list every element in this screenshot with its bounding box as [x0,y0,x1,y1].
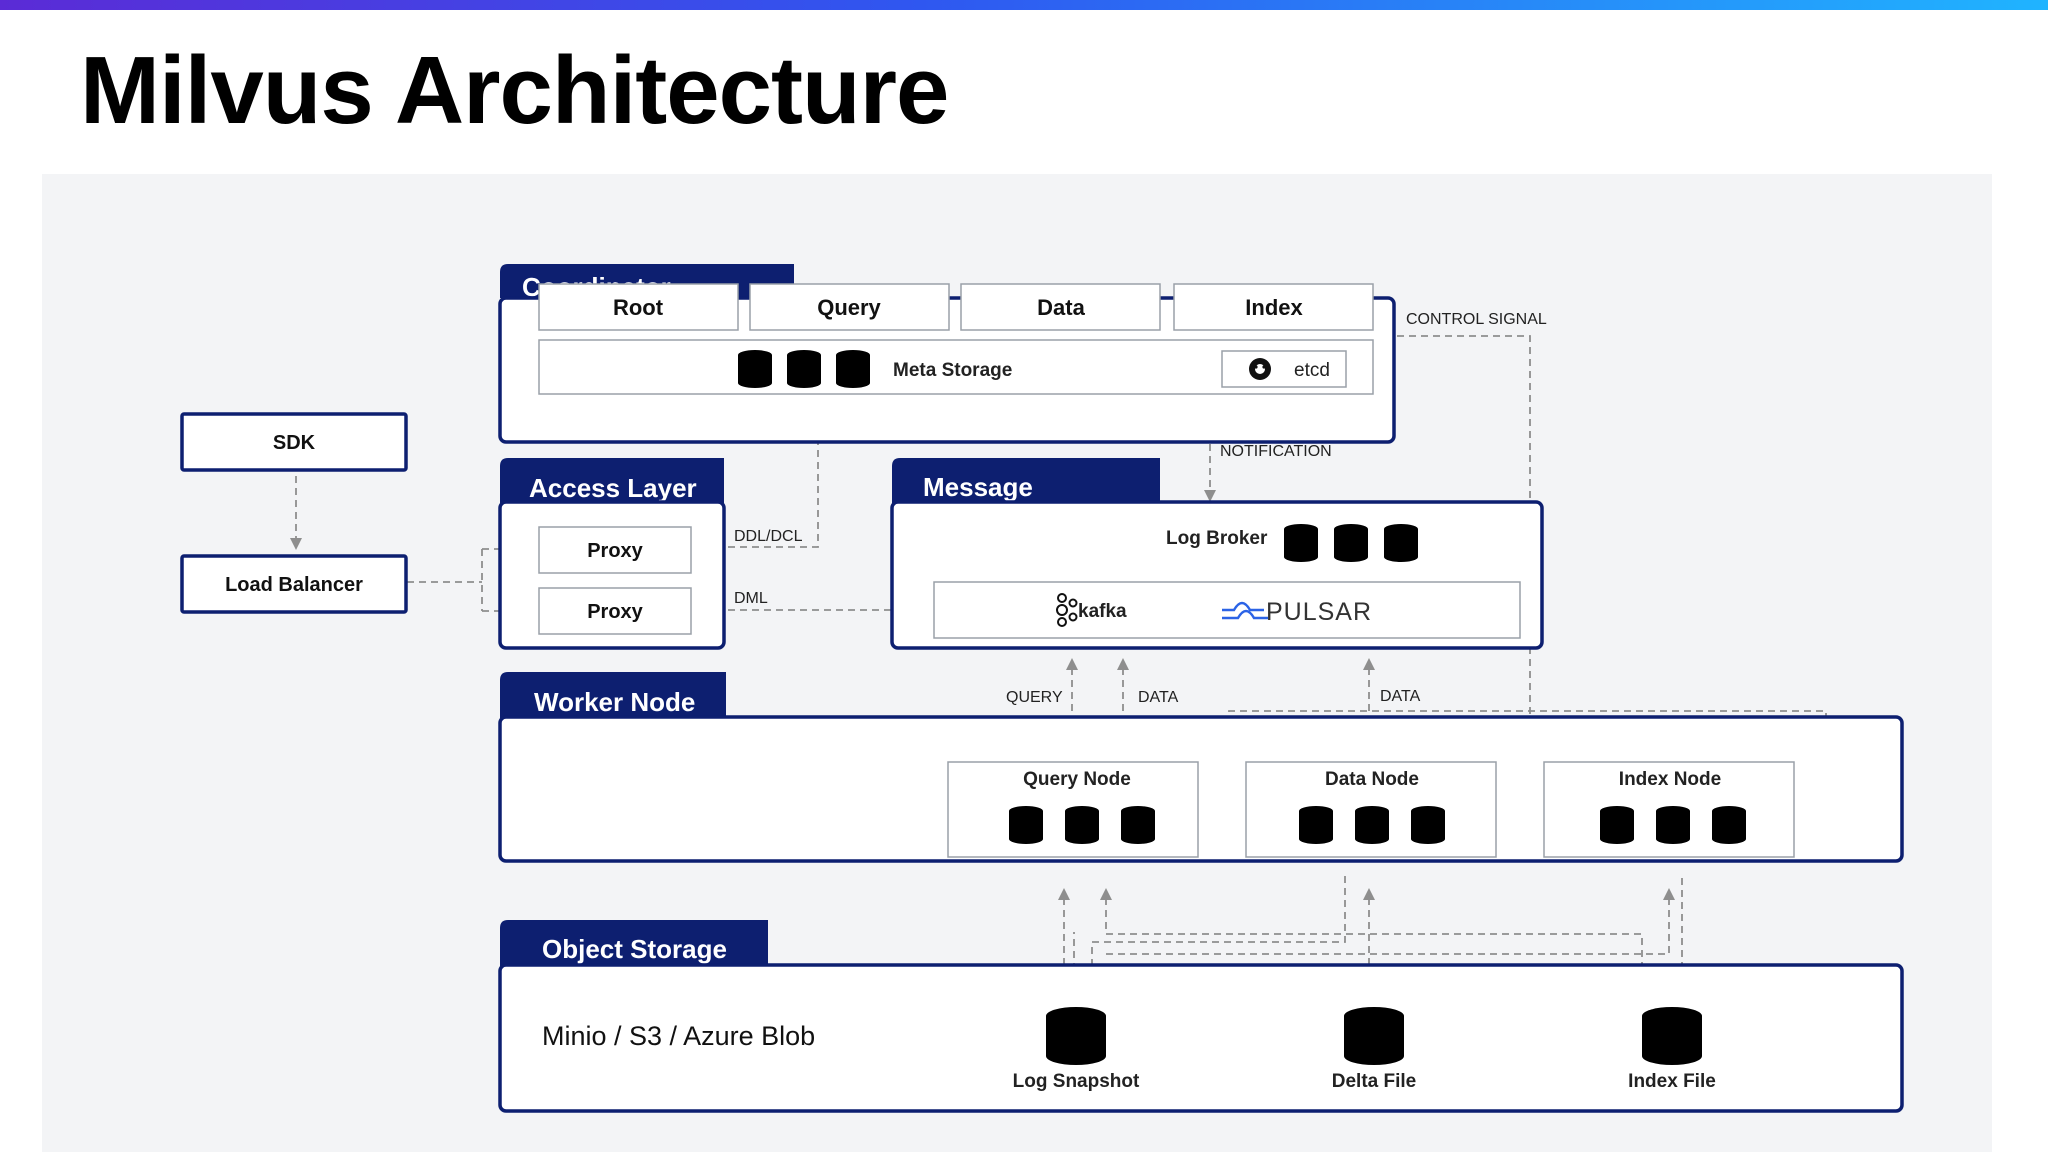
query-node-label: Query Node [1023,769,1131,790]
index-node-db-icon [1712,806,1746,844]
message-tab [892,458,1160,504]
arrowhead [290,538,302,550]
worker-node-group: Worker Node Query Node Data Node Index N… [498,672,1904,863]
proxy-box [538,526,692,574]
lb-to-proxies-connector [407,548,524,612]
access-layer-group: Access Layer Proxy Proxy [498,458,726,650]
meta-storage-label: Meta Storage [893,360,1012,381]
object-storage-frame [498,963,1904,1113]
etcd-icon [1249,358,1271,380]
index-coord-label: Index [1245,295,1303,320]
query-node-db-icon [1121,806,1155,844]
index-file-db-icon [1642,1007,1702,1065]
diagram-panel: CONTROL SIGNAL NOTIFICATION DDL/DCL DML … [42,174,1992,1152]
data-coord-label: Data [1037,295,1085,320]
index-node-db-icon [1656,806,1690,844]
query-coord-box [749,283,950,331]
notification-label: NOTIFICATION [1220,443,1332,460]
arrowhead [1204,490,1216,502]
ddl-dcl-connector [692,436,819,548]
arrowhead [1363,888,1375,900]
worker-node-tab [500,672,726,718]
proxy-label: Proxy [587,540,643,562]
access-layer-tab [500,458,724,504]
sdk-box [180,412,408,472]
arrowhead [1663,888,1675,900]
log-snapshot-label: Log Snapshot [1013,1071,1140,1092]
data-label: DATA [1138,689,1179,706]
index-node-db-icon [1600,806,1634,844]
worker-node-title: Worker Node [534,687,695,717]
etcd-badge [1221,350,1347,388]
arrowhead [1066,658,1078,670]
access-layer-title: Access Layer [529,473,697,503]
kafka-icon [1056,593,1078,627]
delta-file-label: Delta File [1332,1071,1416,1092]
arrowhead [1058,888,1070,900]
message-title: Message [923,472,1033,502]
query-node-db-icon [1065,806,1099,844]
coordinator-group: Coordinator Root Query Data Index Meta S… [498,264,1396,444]
log-broker-db-icon [1284,524,1318,562]
sdk-label: SDK [273,432,316,454]
data-coord-box [960,283,1161,331]
root-coord-label: Root [613,295,664,320]
slide-title: Milvus Architecture [80,37,949,144]
arrowhead [1100,888,1112,900]
kafka-label: kafka [1078,601,1127,622]
message-group: Message Log Broker kafka PULSAR [890,458,1544,650]
meta-storage-db-icon [787,350,821,388]
root-coord-box [538,283,739,331]
pulsar-icon [1222,601,1268,620]
architecture-diagram: CONTROL SIGNAL NOTIFICATION DDL/DCL DML … [180,264,1904,1113]
proxy-box [538,587,692,635]
object-storage-title: Object Storage [542,934,727,964]
proxy-label: Proxy [587,601,643,623]
meta-storage-db-icon [836,350,870,388]
data-node-label: Data Node [1325,769,1419,790]
arrowhead [1117,658,1129,670]
index-file-label: Index File [1628,1071,1716,1092]
log-broker-label: Log Broker [1166,528,1268,549]
storage-backends-label: Minio / S3 / Azure Blob [542,1021,815,1051]
data-node-db-icon [1411,806,1445,844]
log-broker-db-icon [1384,524,1418,562]
load-balancer-label: Load Balancer [225,574,363,596]
query-node-db-icon [1009,806,1043,844]
delta-file-db-icon [1344,1007,1404,1065]
ddl-dcl-label: DDL/DCL [734,528,803,545]
log-snapshot-db-icon [1046,1007,1106,1065]
dml-label: DML [734,590,768,607]
pulsar-label: PULSAR [1266,598,1372,626]
data-node-db-icon [1355,806,1389,844]
index-node-label: Index Node [1619,769,1721,790]
data-node-db-icon [1299,806,1333,844]
object-storage-tab [500,920,768,966]
load-balancer-box [180,554,408,614]
meta-storage-db-icon [738,350,772,388]
control-signal-label: CONTROL SIGNAL [1406,311,1547,328]
query-coord-label: Query [817,295,881,320]
etcd-label: etcd [1294,360,1330,381]
data-label: DATA [1380,688,1421,705]
log-broker-db-icon [1334,524,1368,562]
arrowhead [1363,658,1375,670]
query-label: QUERY [1006,689,1063,706]
top-gradient-bar [0,0,2048,10]
index-coord-box [1173,283,1374,331]
object-storage-group: Object Storage Minio / S3 / Azure Blob L… [498,920,1904,1113]
